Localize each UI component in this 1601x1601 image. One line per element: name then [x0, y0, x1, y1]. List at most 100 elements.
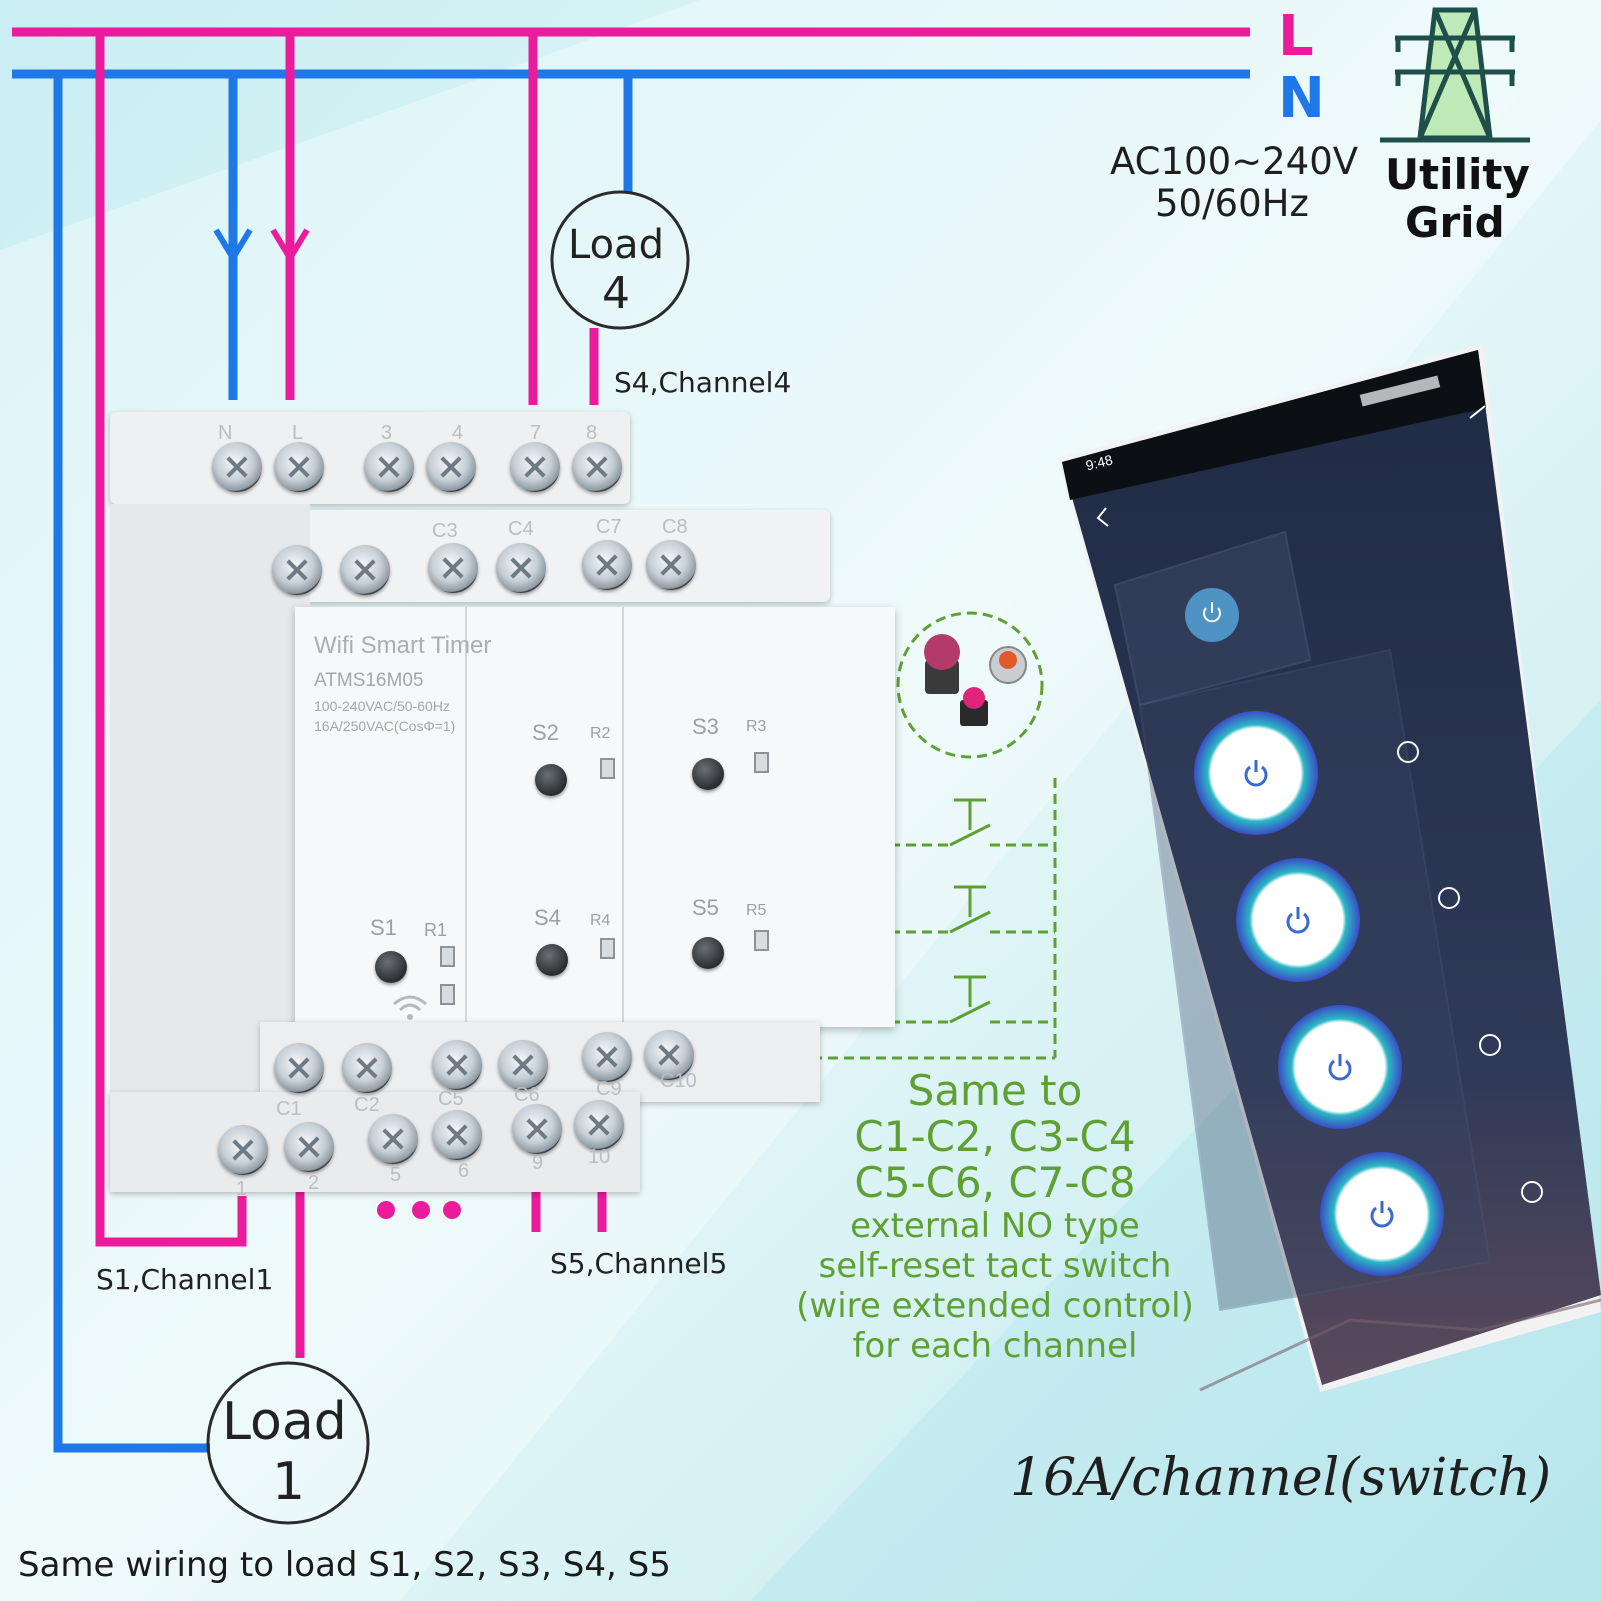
terminal-label: 4: [452, 422, 464, 444]
terminal-label: C5: [438, 1088, 464, 1110]
terminal-screw: [510, 442, 560, 492]
terminal-label: 2: [308, 1172, 320, 1194]
terminal-screw: [496, 543, 546, 593]
relay-label-r3: R3: [746, 718, 767, 735]
terminal-screw: [572, 442, 622, 492]
terminal-screw: [582, 540, 632, 590]
terminal-label: C4: [508, 518, 534, 540]
note-line: (wire extended control): [796, 1286, 1194, 1326]
load4-circle: [550, 190, 690, 330]
terminal-screw: [342, 1043, 392, 1093]
ellipsis-dot: [443, 1201, 461, 1219]
terminal-label: C9: [596, 1078, 622, 1100]
note-line: self-reset tact switch: [818, 1246, 1172, 1286]
line-label-l: L: [1278, 4, 1314, 69]
phone-channel-button: [1194, 711, 1318, 835]
channel5-label: S5,Channel5: [550, 1247, 728, 1280]
terminal-label: C2: [354, 1094, 380, 1116]
utility-grid-icon: [1380, 7, 1530, 143]
terminal-screw: [364, 442, 414, 492]
terminal-label: 8: [586, 422, 598, 444]
relay-led-r5: [754, 930, 769, 951]
terminal-screw: [498, 1040, 548, 1090]
relay-led-r3: [754, 752, 769, 773]
din-rail-device: [110, 402, 895, 1202]
terminal-screw: [644, 1030, 694, 1080]
terminal-label: C6: [514, 1084, 540, 1106]
load4-number: 4: [602, 268, 630, 319]
relay-label-r2: R2: [590, 725, 611, 742]
device-button-s5[interactable]: [692, 937, 724, 969]
tact-switch-photo: [924, 634, 1027, 726]
terminal-label: 10: [588, 1146, 611, 1168]
terminal-label: 6: [458, 1160, 470, 1182]
relay-label-r4: R4: [590, 912, 611, 929]
terminal-label: C7: [596, 516, 622, 538]
terminal-label: 9: [532, 1152, 544, 1174]
terminal-screw: [582, 1032, 632, 1082]
live-to-terminal1: [95, 32, 247, 1247]
supply-frequency: 50/60Hz: [1155, 182, 1309, 225]
terminal-label: N: [218, 422, 233, 444]
terminal-screw: [212, 442, 262, 492]
neutral-to-load1: [53, 74, 210, 1453]
grid-label-grid: Grid: [1405, 198, 1505, 247]
wifi-icon: [393, 995, 427, 1020]
device-rating-voltage: 100-240VAC/50-60Hz: [314, 698, 450, 714]
terminal-label: C1: [276, 1098, 302, 1120]
terminal-screw: [274, 442, 324, 492]
note-line: C5-C6, C7-C8: [854, 1158, 1136, 1207]
terminal-screw: [218, 1125, 268, 1175]
load1-circle: [206, 1361, 370, 1525]
terminal-label: 7: [530, 422, 542, 444]
note-line: for each channel: [852, 1326, 1138, 1366]
switch-label-s2: S2: [532, 720, 559, 745]
relay-label-r5: R5: [746, 902, 767, 919]
ellipsis-dot: [377, 1201, 395, 1219]
device-button-s4[interactable]: [536, 944, 568, 976]
footer-note: Same wiring to load S1, S2, S3, S4, S5: [18, 1545, 671, 1585]
terminal-screw: [432, 1040, 482, 1090]
supply-voltage: AC100~240V: [1110, 140, 1359, 183]
terminal-label: 1: [236, 1178, 248, 1200]
grid-label-utility: Utility: [1385, 150, 1530, 199]
device-button-s2[interactable]: [535, 764, 567, 796]
relay-led-r4: [600, 938, 615, 959]
relay-led-r2: [600, 758, 615, 779]
phone-app: [1058, 344, 1601, 1392]
note-line: Same to: [907, 1066, 1083, 1115]
wifi-led: [440, 984, 455, 1005]
terminal-label: C10: [660, 1070, 697, 1092]
terminal-screw: [340, 545, 390, 595]
terminal-screw: [272, 545, 322, 595]
load1-number: 1: [272, 1452, 306, 1512]
terminal-screw: [512, 1104, 562, 1154]
switch-label-s1: S1: [370, 915, 397, 940]
channel4-label: S4,Channel4: [614, 366, 792, 399]
terminal-screw: [428, 543, 478, 593]
terminal-screw: [284, 1122, 334, 1172]
terminal-label: 5: [390, 1164, 402, 1186]
terminal-label: C3: [432, 520, 458, 542]
terminal-screw: [274, 1043, 324, 1093]
device-button-s1[interactable]: [375, 951, 407, 983]
relay-label-r1: R1: [424, 920, 448, 940]
phone-main-power: [1185, 588, 1239, 642]
note-line: external NO type: [850, 1206, 1140, 1246]
switch-label-s4: S4: [534, 905, 561, 930]
device-title: Wifi Smart Timer: [314, 632, 492, 659]
rating-note: 16A/channel(switch): [1010, 1448, 1552, 1508]
terminal-screw: [432, 1110, 482, 1160]
terminal-label: L: [292, 422, 304, 444]
phone-channel-button: [1320, 1152, 1444, 1276]
load1-word: Load: [222, 1392, 347, 1452]
load4-word: Load: [568, 222, 664, 268]
terminal-screw: [368, 1114, 418, 1164]
switch-label-s5: S5: [692, 895, 719, 920]
line-label-n: N: [1278, 66, 1325, 131]
device-button-s3[interactable]: [692, 758, 724, 790]
terminal-label: 3: [381, 422, 393, 444]
terminal-screw: [574, 1100, 624, 1150]
switch-label-s3: S3: [692, 714, 719, 739]
